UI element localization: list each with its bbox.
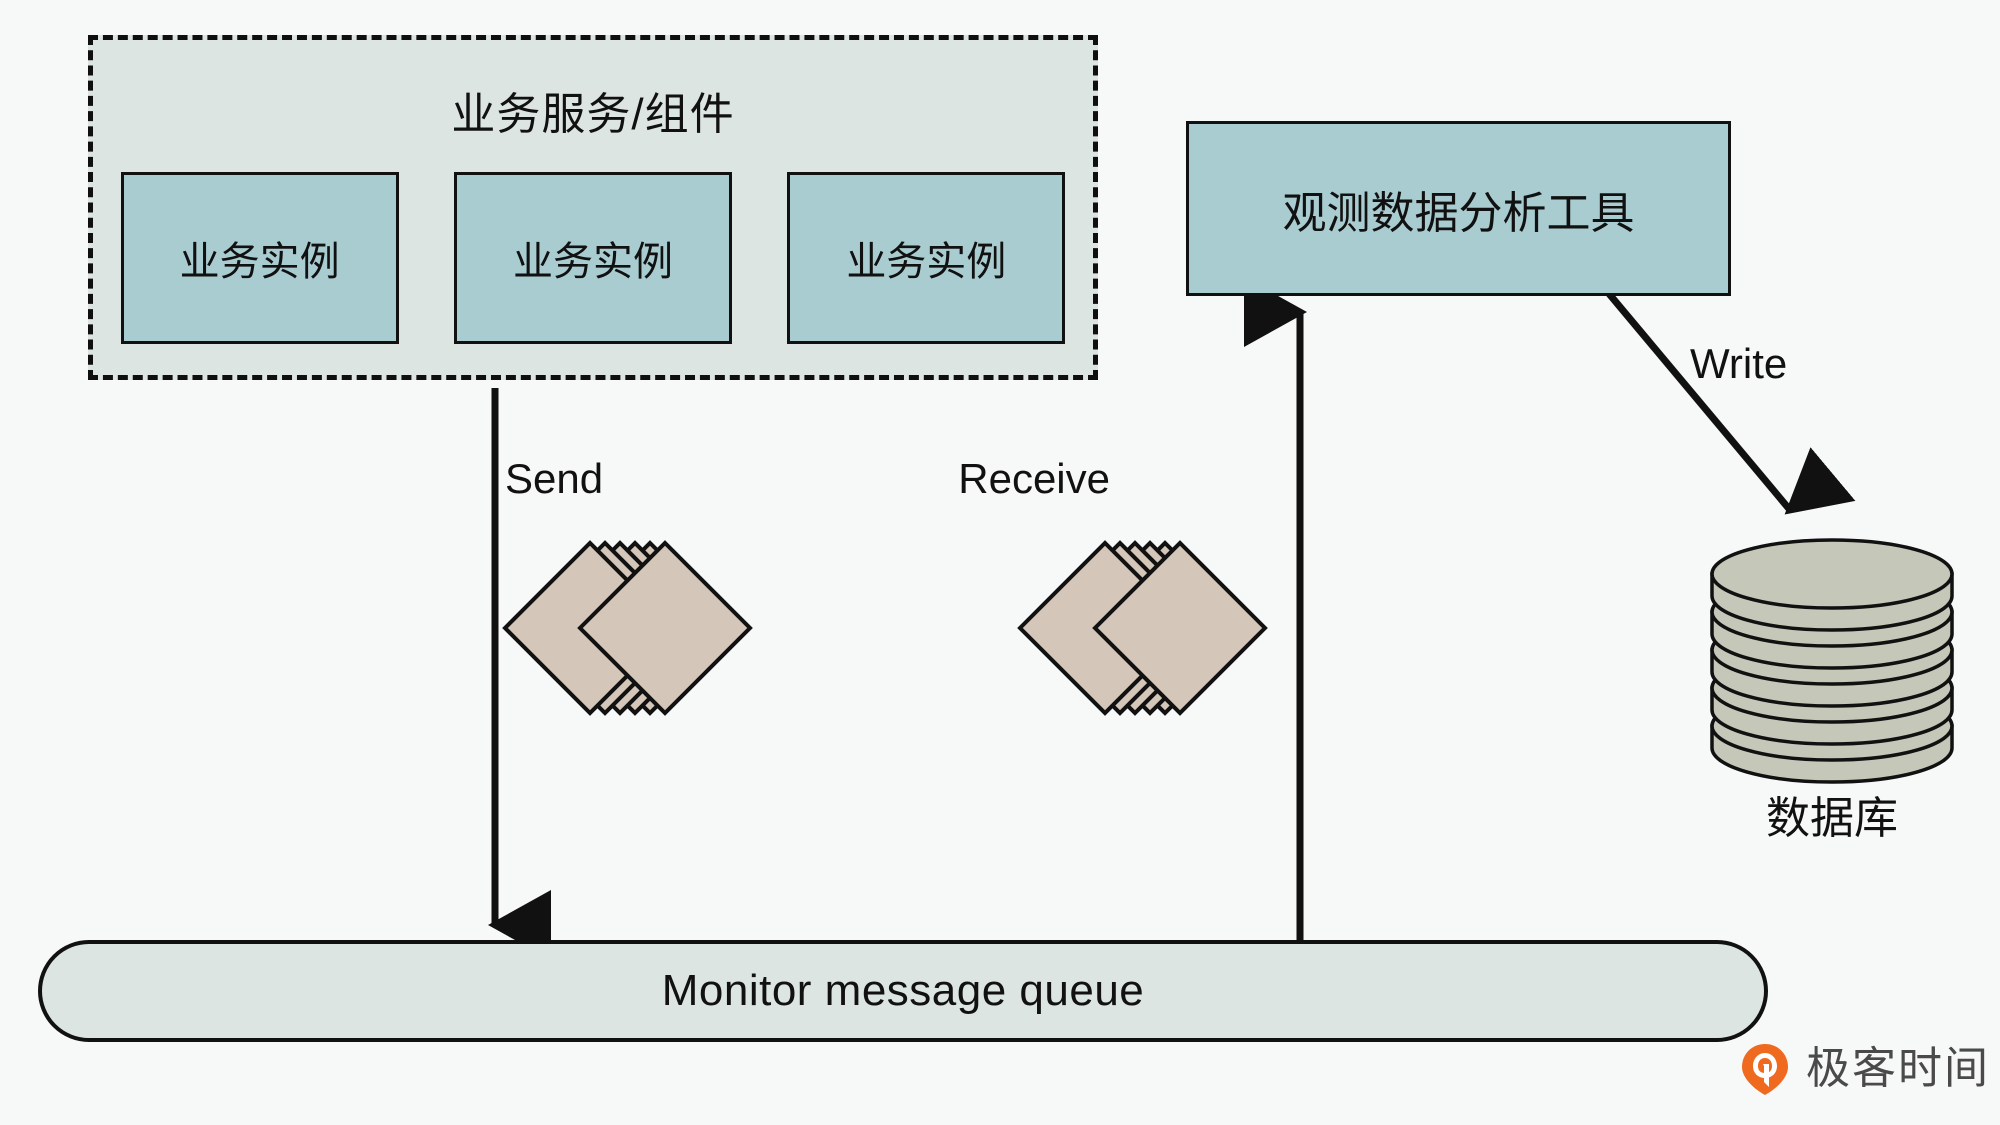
geekbang-logo-icon: [1742, 1044, 1788, 1095]
business-instance-1-label: 业务实例: [179, 240, 340, 284]
send-edge-label: Send: [505, 455, 604, 502]
monitor-message-queue-label: Monitor message queue: [661, 966, 1145, 1015]
watermark: 极客时间: [1738, 1042, 1990, 1096]
database-label: 数据库: [1766, 794, 1898, 843]
business-service-group-title: 业务服务/组件: [451, 90, 735, 139]
database-icon: [1710, 538, 1954, 784]
business-instance-3[interactable]: 业务实例: [787, 172, 1066, 344]
business-instance-1[interactable]: 业务实例: [120, 172, 399, 344]
monitor-message-queue-bar[interactable]: Monitor message queue: [38, 940, 1768, 1042]
receive-edge-label: Receive: [958, 455, 1110, 502]
business-instance-2-label: 业务实例: [512, 240, 673, 284]
observability-analysis-tool-box[interactable]: 观测数据分析工具: [1186, 121, 1731, 296]
observability-analysis-tool-label: 观测数据分析工具: [1282, 188, 1635, 238]
write-edge-label: Write: [1690, 340, 1788, 387]
business-service-group: 业务服务/组件 业务实例 业务实例 业务实例: [88, 35, 1098, 380]
business-instance-2[interactable]: 业务实例: [453, 172, 732, 344]
write-arrow: [1597, 280, 1856, 515]
send-message-stack-icon: [502, 540, 753, 716]
business-instances-row: 业务实例 业务实例 业务实例: [93, 172, 1093, 344]
watermark-text: 极客时间: [1806, 1044, 1990, 1093]
business-instance-3-label: 业务实例: [846, 240, 1007, 284]
receive-message-stack-icon: [1017, 540, 1268, 716]
